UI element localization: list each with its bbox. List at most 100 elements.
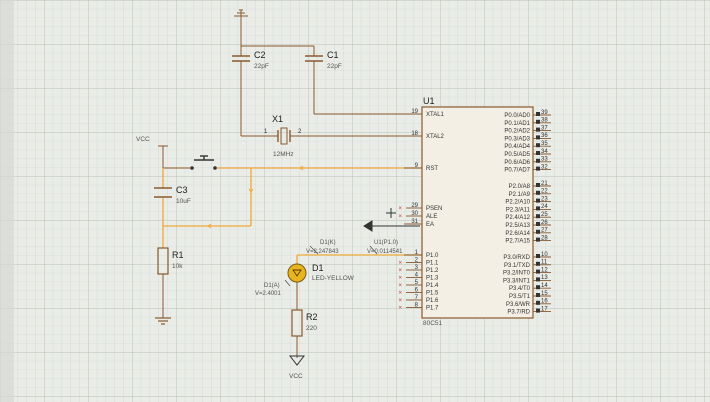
probe-d1a-value: V=2.4001 — [255, 291, 282, 297]
u1-pin-label: XTAL2 — [426, 134, 445, 140]
u1-pin-unconnected-marker: × — [398, 283, 402, 289]
u1-pin-number: 33 — [541, 157, 548, 163]
u1-pin-label: P2.1/A9 — [509, 192, 531, 198]
u1-part: 80C51 — [423, 320, 443, 327]
u1-pin-unconnected-marker: × — [398, 261, 402, 267]
u1-pin-number: 38 — [541, 118, 548, 124]
u1-pin-label: P3.4/T0 — [509, 286, 531, 292]
u1-pin-state-marker — [536, 293, 540, 297]
u1-pin-state-marker — [536, 229, 540, 234]
u1-pin-unconnected-marker: × — [398, 291, 402, 297]
u1-pin-state-marker — [536, 183, 540, 187]
u1-pin-state-marker — [536, 143, 540, 148]
c1-value: 22pF — [327, 63, 342, 70]
r2-value: 220 — [306, 325, 317, 332]
led-d1-icon[interactable] — [287, 263, 307, 283]
c3-value: 10uF — [176, 198, 191, 205]
u1-pin-label: P3.2/INT0 — [503, 271, 531, 277]
u1-pin-state-marker — [536, 158, 540, 163]
u1-pin-number: 8 — [415, 302, 419, 308]
u1-pin-number: 37 — [541, 125, 548, 131]
u1-pin-label: P0.5/AD5 — [504, 152, 530, 158]
u1-pin-label: P3.1/TXD — [504, 263, 531, 269]
r1-name: R1 — [172, 250, 184, 260]
u1-pin-label: P0.3/AD3 — [504, 136, 530, 142]
u1-pin-state-marker — [536, 285, 540, 290]
u1-pin-unconnected-marker: × — [398, 214, 402, 220]
u1-pin-label: P2.4/A12 — [505, 215, 530, 221]
u1-pin-number: 17 — [541, 306, 548, 312]
u1-pin-number: 18 — [411, 131, 418, 137]
u1-pin-label: P0.7/AD7 — [504, 168, 530, 174]
u1-pin-label: XTAL1 — [426, 112, 445, 118]
led-d1-arrows-icon — [292, 269, 302, 277]
u1-pin-number: 19 — [411, 109, 418, 115]
u1-pin-number: 30 — [411, 211, 418, 217]
u1-chip-body[interactable] — [421, 106, 534, 319]
c2-name: C2 — [254, 50, 266, 60]
u1-pin-number: 5 — [415, 280, 419, 286]
probe-d1a-name: D1(A) — [264, 283, 280, 289]
u1-pin-label: P0.4/AD4 — [504, 144, 530, 150]
u1-pin-number: 39 — [541, 110, 548, 116]
u1-pin-state-marker — [536, 135, 540, 140]
u1-pin-label: EA — [426, 222, 434, 228]
u1-pin-state-marker — [536, 166, 540, 171]
u1-pin-label: P2.0/A8 — [509, 184, 531, 190]
u1-pin-number: 6 — [415, 287, 419, 293]
u1-pin-state-marker — [536, 190, 540, 195]
u1-pin-number: 3 — [415, 265, 419, 271]
u1-pin-label: P0.2/AD2 — [504, 129, 530, 135]
u1-pin-label: P0.0/AD0 — [504, 113, 530, 119]
u1-pin-number: 10 — [541, 252, 548, 258]
u1-pin-label: P1.6 — [426, 298, 439, 304]
ea-net-arrow — [363, 208, 420, 232]
u1-pin-number: 15 — [541, 291, 548, 297]
c2-value: 22pF — [254, 63, 269, 70]
u1-pin-number: 26 — [541, 220, 548, 226]
u1-pin-label: P3.0/RXD — [503, 255, 530, 261]
u1-pin-number: 14 — [541, 283, 548, 289]
u1-pin-label: P2.2/A10 — [505, 200, 530, 206]
u1-pin-number: 36 — [541, 133, 548, 139]
u1-pin-state-marker — [536, 119, 540, 124]
c1-name: C1 — [327, 50, 339, 60]
u1-pin-label: P1.3 — [426, 276, 439, 282]
u1-pin-state-marker — [536, 269, 540, 274]
vcc-top-label: VCC — [136, 136, 150, 143]
u1-pin-label: P3.5/T1 — [509, 294, 531, 300]
u1-pin-number: 9 — [415, 163, 419, 169]
u1-pin-number: 35 — [541, 141, 548, 147]
u1-pin-number: 31 — [411, 219, 418, 225]
u1-pin-label: P3.7/RD — [507, 310, 530, 316]
x1-value: 12MHz — [273, 151, 294, 158]
u1-pin-state-marker — [536, 300, 540, 305]
u1-pin-number: 21 — [541, 181, 548, 187]
u1-pin-label: P3.3/INT1 — [503, 278, 531, 284]
u1-pin-state-marker — [536, 308, 540, 313]
u1-pin-unconnected-marker: × — [398, 306, 402, 312]
u1-pin-number: 12 — [541, 267, 548, 273]
x1-name: X1 — [272, 114, 283, 124]
probe-u1p1-value: V=0.0114541 — [367, 249, 403, 255]
probe-d1k-name: D1(K) — [320, 240, 336, 246]
u1-pin-label: RST — [426, 166, 438, 172]
u1-pin-label: P2.3/A11 — [506, 207, 531, 213]
u1-pin-label: ALE — [426, 214, 437, 220]
u1-pin-number: 27 — [541, 228, 548, 234]
u1-pin-label: P0.6/AD6 — [504, 160, 530, 166]
u1-pin-label: P2.6/A14 — [505, 231, 530, 237]
u1-name: U1 — [423, 96, 435, 106]
r2-name: R2 — [306, 312, 318, 322]
u1-pin-state-marker — [536, 151, 540, 155]
u1-pin-number: 29 — [411, 203, 418, 209]
probe-d1k-value: V=2.247843 — [306, 249, 339, 255]
d1-name: D1 — [312, 263, 324, 273]
left-edge-shadow — [0, 0, 14, 402]
vcc-bottom-label: VCC — [289, 373, 303, 380]
x1-pin2: 2 — [298, 129, 302, 135]
u1-pin-label: P1.1 — [426, 261, 439, 267]
probe-u1p1-name: U1(P1.0) — [374, 240, 398, 246]
